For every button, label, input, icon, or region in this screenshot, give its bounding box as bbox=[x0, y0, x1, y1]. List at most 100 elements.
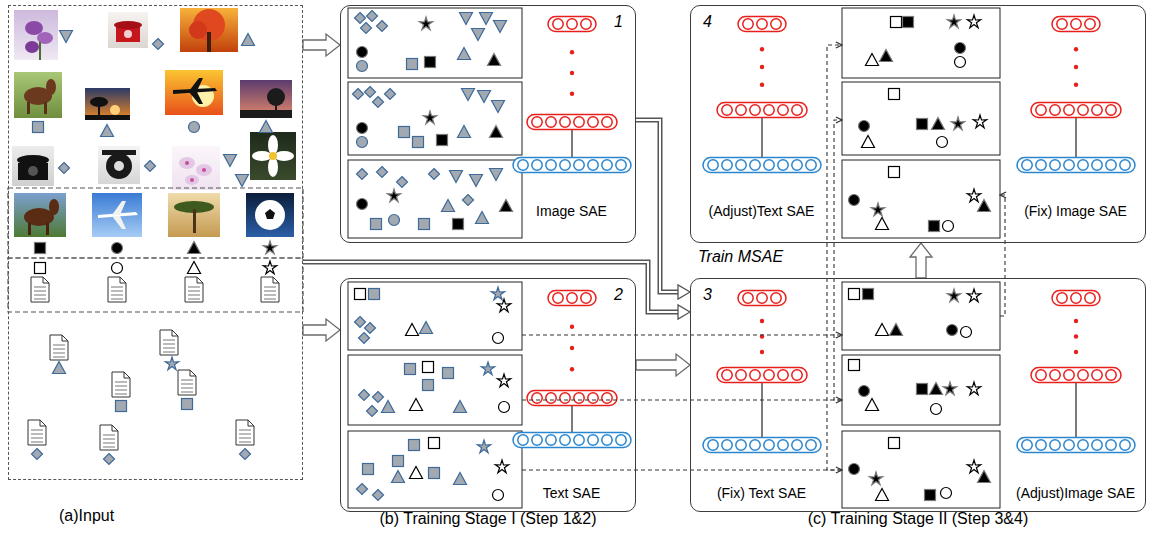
document-line bbox=[188, 299, 200, 300]
ellipsis-dot bbox=[1074, 350, 1078, 354]
layer-unit bbox=[567, 19, 577, 29]
document-line bbox=[115, 394, 127, 395]
layer-unit bbox=[581, 19, 591, 29]
shape-marker bbox=[930, 383, 943, 395]
double-line-outer bbox=[636, 120, 679, 292]
ellipsis-dot bbox=[760, 319, 764, 323]
photo-ground bbox=[180, 8, 238, 52]
document-line bbox=[111, 299, 123, 300]
layer-unit bbox=[1057, 19, 1067, 29]
document-icon bbox=[178, 370, 196, 395]
photo-ground bbox=[85, 88, 130, 120]
photo-detail bbox=[179, 157, 195, 169]
document-line bbox=[264, 295, 276, 296]
photo-detail bbox=[189, 78, 203, 91]
photo-detail bbox=[102, 150, 136, 155]
shape-marker bbox=[35, 263, 46, 274]
document-line bbox=[34, 295, 46, 296]
shape-marker bbox=[491, 287, 504, 300]
document-fold bbox=[124, 372, 130, 378]
layer-outline bbox=[1052, 291, 1100, 306]
block-arrow bbox=[636, 354, 690, 376]
photo-ground bbox=[12, 146, 54, 186]
step-note: Train MSAE bbox=[698, 247, 838, 266]
shape-marker bbox=[481, 362, 494, 375]
photo-detail bbox=[25, 41, 39, 53]
shape-marker bbox=[937, 137, 948, 148]
shape-marker bbox=[104, 454, 115, 465]
step-panel: 2Text SAE bbox=[340, 278, 636, 512]
document-line bbox=[53, 345, 65, 346]
layer-outline bbox=[738, 17, 786, 32]
shape-marker bbox=[357, 47, 368, 58]
shape-marker bbox=[871, 203, 884, 216]
document-icon bbox=[31, 277, 49, 302]
photo-ground bbox=[240, 80, 292, 118]
shape-marker bbox=[941, 488, 952, 499]
shape-marker bbox=[410, 399, 423, 411]
shape-marker bbox=[365, 323, 376, 334]
layer-unit bbox=[722, 370, 732, 380]
shape-marker bbox=[967, 15, 980, 28]
shape-marker bbox=[189, 122, 200, 133]
layer-unit bbox=[560, 117, 570, 127]
document-line bbox=[103, 435, 115, 436]
layer-outline bbox=[1031, 368, 1121, 383]
layer-unit bbox=[1071, 293, 1081, 303]
ellipsis-dot bbox=[570, 367, 574, 371]
shape-marker bbox=[477, 440, 490, 453]
shape-marker bbox=[917, 119, 928, 130]
layer-unit bbox=[1050, 370, 1060, 380]
scatter-frame bbox=[348, 8, 522, 78]
shape-marker bbox=[355, 289, 366, 300]
step-panel: 1Image SAE bbox=[340, 5, 636, 243]
shape-marker bbox=[373, 97, 384, 108]
document-line bbox=[181, 388, 193, 389]
photo-detail bbox=[17, 155, 49, 165]
layer-unit bbox=[743, 19, 753, 29]
document-line bbox=[264, 287, 276, 288]
shape-marker bbox=[849, 289, 860, 300]
layer-unit bbox=[1064, 160, 1074, 170]
shape-marker bbox=[493, 490, 504, 501]
layer-unit bbox=[581, 293, 591, 303]
photo bbox=[165, 70, 223, 115]
shape-marker bbox=[947, 325, 958, 336]
document-fold bbox=[112, 425, 118, 431]
document-line bbox=[188, 287, 200, 288]
shape-marker bbox=[891, 17, 902, 28]
scatter-plot bbox=[348, 8, 522, 78]
scatter-plot bbox=[842, 431, 1000, 508]
document-icon bbox=[100, 425, 118, 450]
shape-marker bbox=[859, 121, 870, 132]
shape-marker bbox=[397, 177, 408, 188]
shape-marker bbox=[454, 473, 467, 485]
layer-unit bbox=[574, 160, 584, 170]
layer-unit bbox=[757, 19, 767, 29]
step-panel: 3(Fix) Text SAE(Adjust)Image SAE bbox=[690, 278, 1146, 512]
document-line bbox=[31, 442, 43, 443]
photo-detail bbox=[25, 21, 43, 35]
document-line bbox=[111, 291, 123, 292]
layer-unit bbox=[771, 293, 781, 303]
document-page bbox=[100, 425, 118, 450]
scatter-frame bbox=[348, 355, 522, 425]
autoencoder-symbol bbox=[513, 291, 631, 448]
shape-marker bbox=[978, 200, 991, 212]
ellipsis-dot bbox=[1074, 65, 1078, 69]
layer-unit bbox=[1106, 370, 1116, 380]
correspondence-arrow bbox=[522, 469, 842, 470]
shape-marker bbox=[393, 456, 404, 467]
ellipsis-dot bbox=[760, 83, 764, 87]
ellipsis-dot bbox=[760, 350, 764, 354]
photo-detail bbox=[207, 32, 211, 52]
shape-marker bbox=[947, 289, 960, 302]
scatter-frame bbox=[842, 8, 1000, 78]
autoencoder-symbol bbox=[1017, 291, 1135, 453]
document-line bbox=[31, 430, 43, 431]
photo-detail bbox=[193, 209, 196, 233]
layer-link bbox=[571, 406, 572, 433]
ellipsis-dot bbox=[760, 47, 764, 51]
document-icon bbox=[108, 277, 126, 302]
shape-marker bbox=[419, 219, 430, 230]
